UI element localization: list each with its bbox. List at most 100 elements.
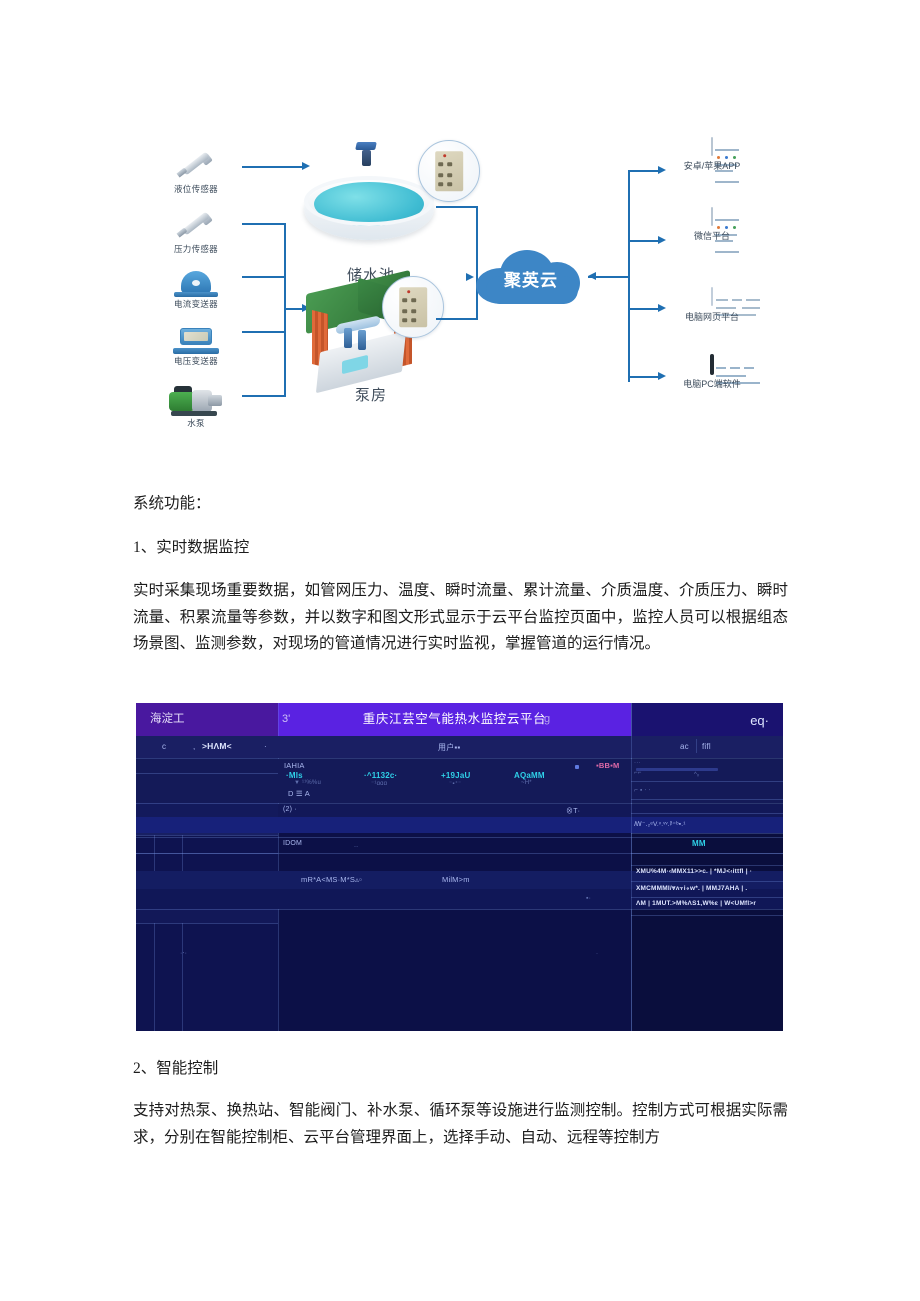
right-panel-mm-label: MM xyxy=(692,839,706,848)
center-row-right: MilM>m xyxy=(442,875,470,884)
divider xyxy=(136,837,783,838)
divider xyxy=(631,897,783,898)
arrow-head xyxy=(658,371,666,380)
dome-transmitter-icon xyxy=(174,271,218,297)
smartphone-icon xyxy=(711,137,739,183)
dashboard-mid-band xyxy=(136,804,783,820)
arrow-head xyxy=(658,303,666,312)
center-chart-point: · xyxy=(596,951,599,957)
box-transmitter-icon xyxy=(173,328,219,354)
column-divider xyxy=(631,703,632,1031)
toolbar-user-label[interactable]: 用户▪▪ xyxy=(438,743,461,752)
metrics-legend: ▪BB▪M xyxy=(596,761,620,770)
paragraph-smart-control: 支持对热泵、换热站、智能阀门、补水泵、循环泵等设施进行监测控制。控制方式可根据实… xyxy=(133,1098,788,1151)
subsection-title-realtime: 1、实时数据监控 xyxy=(133,536,788,559)
controller-board-icon xyxy=(435,151,463,191)
divider xyxy=(136,758,783,759)
client-wechat-platform: 微信平台 xyxy=(666,207,758,253)
sensor-label: 压力传感器 xyxy=(173,244,218,254)
divider xyxy=(136,758,783,759)
metric-value: ·Mls xyxy=(286,771,303,780)
connector-line xyxy=(242,331,286,333)
dashboard-header: 海淀工 3' 重庆江芸空气能热水监控云平台 g eq· xyxy=(136,703,783,736)
header-badge-3: 3' xyxy=(282,713,291,725)
dashboard-toolbar xyxy=(136,736,783,758)
sensor-water-pump: 水泵 xyxy=(150,386,242,429)
center-row[interactable] xyxy=(136,889,783,909)
metric-value: AQaMM xyxy=(514,771,545,780)
water-pump-icon xyxy=(168,386,224,416)
sensor-column: 液位传感器 压力传感器 电流变送器 电压变送器 水泵 xyxy=(150,148,242,438)
arrow-head xyxy=(466,272,474,281)
arrow-head xyxy=(658,165,666,174)
header-center-block xyxy=(278,703,631,736)
connector-line xyxy=(628,376,660,378)
status-dot xyxy=(575,765,579,769)
controller-magnifier-bubble xyxy=(382,276,444,338)
mid-row-left: (2) · xyxy=(283,806,297,813)
column-divider xyxy=(278,703,279,1031)
controller-magnifier-bubble xyxy=(418,140,480,202)
sensor-label: 水泵 xyxy=(187,418,205,428)
center-row[interactable] xyxy=(136,871,783,889)
metric-value: +19JaU xyxy=(441,771,471,780)
right-panel-noise: ··· xyxy=(634,760,641,766)
browser-window-icon xyxy=(711,287,760,316)
subsection-title-text: 2、智能控制 xyxy=(133,1060,219,1077)
arrow-head xyxy=(588,271,596,280)
sensor-label: 电压变送器 xyxy=(173,356,218,366)
client-label: 微信平台 xyxy=(693,231,730,241)
client-label: 电脑PC端软件 xyxy=(683,379,741,389)
pump-house-icon xyxy=(296,269,446,398)
toolbar-item[interactable]: c xyxy=(162,742,167,751)
paragraph-text: 实时采集现场重要数据，如管网压力、温度、瞬时流量、累计流量、介质温度、介质压力、… xyxy=(133,582,788,653)
toolbar-item[interactable]: ac xyxy=(680,742,689,751)
right-panel-row[interactable] xyxy=(136,817,783,833)
menu-icon[interactable]: D ☰ A xyxy=(288,789,310,798)
connector-bus xyxy=(628,170,630,382)
metric-sub: ⁻¹ɑɑɑ xyxy=(371,781,388,787)
connector-line xyxy=(242,276,286,278)
divider xyxy=(136,803,783,804)
divider xyxy=(631,781,783,782)
connector-line xyxy=(436,206,478,208)
toolbar-item[interactable]: >HΛM< xyxy=(202,741,232,751)
cloud-platform-node: 聚英云 xyxy=(476,246,586,308)
table-row[interactable] xyxy=(136,803,278,817)
divider xyxy=(136,909,783,910)
divider xyxy=(136,923,278,924)
connector-line xyxy=(628,170,660,172)
probe-icon xyxy=(173,208,219,242)
right-panel-axis: ⌐⌐ xyxy=(634,770,642,776)
metric-sub: ▼ ¹¹%%u xyxy=(294,780,322,786)
divider xyxy=(631,881,783,882)
progress-bar xyxy=(636,768,718,771)
divider xyxy=(631,853,783,854)
table-row[interactable] xyxy=(136,909,278,923)
toolbar-item[interactable]: fifl xyxy=(702,742,711,751)
center-row-left: mR*A<MS·M*S▵▫ xyxy=(301,875,362,884)
section-heading-functions: 系统功能： xyxy=(133,492,788,515)
controller-board-icon xyxy=(399,287,427,327)
smartphone-icon xyxy=(711,207,739,253)
divider xyxy=(136,803,278,804)
header-site-name: 海淀工 xyxy=(150,713,185,725)
connector-bus xyxy=(476,276,478,318)
connector-bus xyxy=(476,206,478,278)
metrics-group-label: IAHIA xyxy=(284,761,305,770)
sensor-pressure: 压力传感器 xyxy=(150,208,242,255)
mid-row-right: .. xyxy=(354,842,359,849)
sensor-label: 液位传感器 xyxy=(173,184,218,194)
sidebar-note: ·⸱· xyxy=(180,950,188,957)
dashboard-metrics-band xyxy=(136,759,783,803)
toolbar-item[interactable]: · xyxy=(264,742,267,751)
divider xyxy=(136,853,278,854)
water-tank-icon xyxy=(296,142,446,262)
divider xyxy=(631,915,783,916)
divider xyxy=(136,853,783,854)
toolbar-item[interactable]: , xyxy=(193,742,196,751)
heading-text: 系统功能： xyxy=(133,495,211,512)
toolbar-divider xyxy=(696,739,697,753)
connector-line xyxy=(242,166,304,168)
connector-line xyxy=(284,308,304,310)
